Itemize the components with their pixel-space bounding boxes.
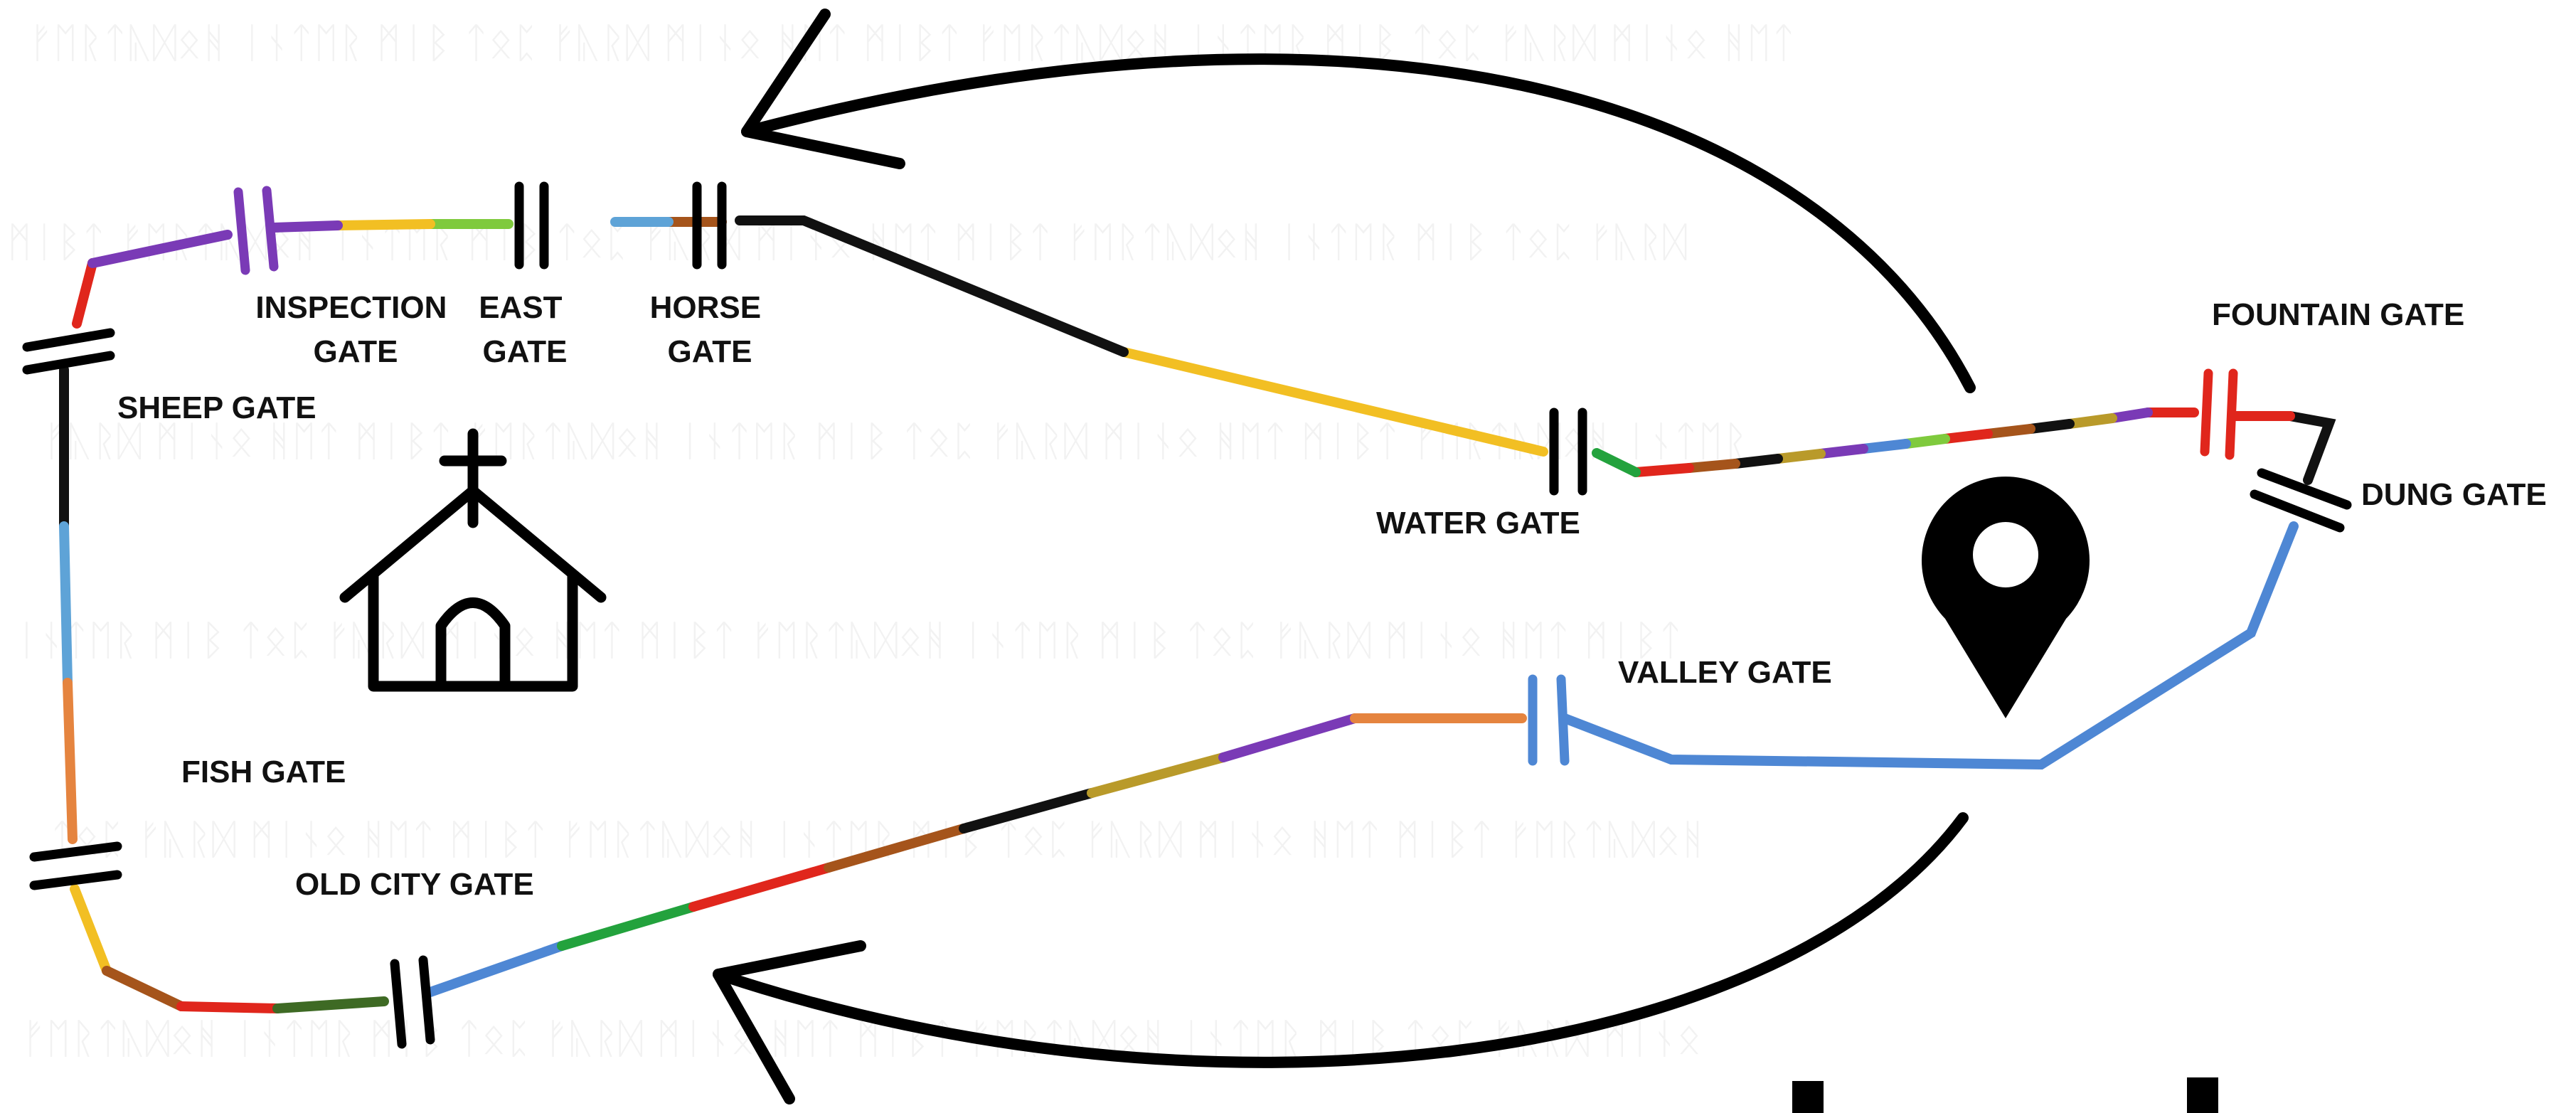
arrow-head <box>741 9 905 169</box>
wall-segment <box>70 884 112 976</box>
wall-segment <box>1560 521 2299 770</box>
wall-segment <box>688 863 834 912</box>
background-texture: ᚠᛖᚱᛏᚣᛞᛟᚻ ᛁᚾᛏᛖᚱ ᛗᛁᛒ ᛏᛟᛈ ᚠᚣᚱᛞ ᛗᛁᚾᛟ ᚻᛖᛏ ᛗᛁᛒ… <box>7 18 1796 1063</box>
dung-gate-symbol <box>2250 468 2352 533</box>
inspection-gate-label: INSPECTION GATE <box>255 290 455 369</box>
east-gate-symbol <box>514 181 549 270</box>
sheep-gate-label: SHEEP GATE <box>117 390 316 425</box>
horse-gate-symbol <box>692 181 727 270</box>
wall-segment <box>1940 429 1993 444</box>
inspection-gate-symbol <box>233 186 343 275</box>
curved-arrow <box>713 812 1969 1068</box>
svg-text:ᛁᚾᛏᛖᚱ ᛗᛁᛒ ᛏᛟᛈ ᚠᚣᚱᛞ ᛗᛁᚾᛟ ᚻᛖᛏ ᛗᛁ: ᛁᚾᛏᛖᚱ ᛗᛁᛒ ᛏᛟᛈ ᚠᚣᚱᛞ ᛗᛁᚾᛟ ᚻᛖᛏ ᛗᛁᛒᛏ ᚠᛖᚱᛏᚣᛞᛟ… <box>14 616 1683 664</box>
fish-gate-symbol <box>29 841 122 890</box>
top-arrow <box>741 9 1976 393</box>
wall-segment <box>272 996 389 1013</box>
wall-segment <box>1816 444 1868 459</box>
old-city-gate-label: OLD CITY GATE <box>295 867 534 902</box>
wall-segment <box>959 788 1097 834</box>
wall-segment <box>824 824 969 873</box>
wall-segment <box>1858 439 1911 454</box>
wall-segment <box>87 230 233 268</box>
wall-segment <box>1592 448 1641 477</box>
map-pin-icon <box>1921 476 2090 718</box>
wall-segment <box>2285 411 2336 485</box>
wall-segment <box>1218 713 1360 762</box>
curved-arrow <box>741 53 1976 393</box>
valley-gate-symbol <box>1528 674 1570 766</box>
wall-segment <box>72 258 97 329</box>
valley-gate-label: VALLEY GATE <box>1618 655 1832 690</box>
cropped-lettering <box>1792 1077 2218 1113</box>
wall-segment <box>59 521 73 688</box>
wall-segment <box>2026 419 2075 434</box>
svg-text:ᚠᛖᚱᛏᚣᛞᛟᚻ ᛁᚾᛏᛖᚱ ᛗᛁᛒ ᛏᛟᛈ ᚠᚣᚱᛞ ᛗᛁ: ᚠᛖᚱᛏᚣᛞᛟᚻ ᛁᚾᛏᛖᚱ ᛗᛁᛒ ᛏᛟᛈ ᚠᚣᚱᛞ ᛗᛁᚾᛟ ᚻᛖᛏ ᛗᛁᛒ… <box>28 18 1796 67</box>
wall-segment <box>1901 434 1950 449</box>
fountain-gate-label: FOUNTAIN GATE <box>2212 297 2464 332</box>
arrow-head <box>713 940 866 1104</box>
wall-segment <box>425 941 567 997</box>
wall-segment <box>2107 408 2153 423</box>
fountain-gate-symbol <box>2200 368 2238 460</box>
wall-segment <box>1684 459 1740 473</box>
wall-segment <box>333 219 435 230</box>
horse-gate-label: HORSE GATE <box>650 290 770 369</box>
wall-segment <box>176 1001 282 1013</box>
city-wall-route <box>59 215 2336 1013</box>
water-gate-label: WATER GATE <box>1376 506 1580 540</box>
sheep-gate-symbol <box>22 328 115 375</box>
svg-text:ᚠᚣᚱᛞ ᛗᛁᚾᛟ ᚻᛖᛏ ᛗᛁᛒᛏ ᚠᛖᚱᛏᚣᛞᛟᚻ ᛁᚾ: ᚠᚣᚱᛞ ᛗᛁᚾᛟ ᚻᛖᛏ ᛗᛁᛒᛏ ᚠᛖᚱᛏᚣᛞᛟᚻ ᛁᚾᛏᛖᚱ ᛗᛁᛒ ᛏᛟ… <box>43 417 1747 465</box>
wall-segment <box>1087 752 1228 798</box>
fish-gate-label: FISH GATE <box>181 755 346 789</box>
east-gate-label: EAST GATE <box>479 290 571 369</box>
wall-segment <box>1119 347 1548 457</box>
wall-segment <box>1983 424 2035 439</box>
wall-segment <box>1730 454 1783 469</box>
wall-segment <box>557 902 698 951</box>
wall-segment <box>63 678 78 844</box>
wall-segment <box>102 966 186 1011</box>
wall-segment <box>1773 449 1826 464</box>
old-city-gate-symbol <box>390 955 435 1049</box>
wall-segment <box>2065 413 2117 429</box>
church-icon <box>339 428 607 692</box>
wall-segment <box>735 215 1129 357</box>
dung-gate-label: DUNG GATE <box>2361 477 2547 512</box>
water-gate-symbol <box>1549 408 1587 496</box>
bottom-arrow <box>713 812 1969 1104</box>
wall-segment <box>1631 463 1694 477</box>
